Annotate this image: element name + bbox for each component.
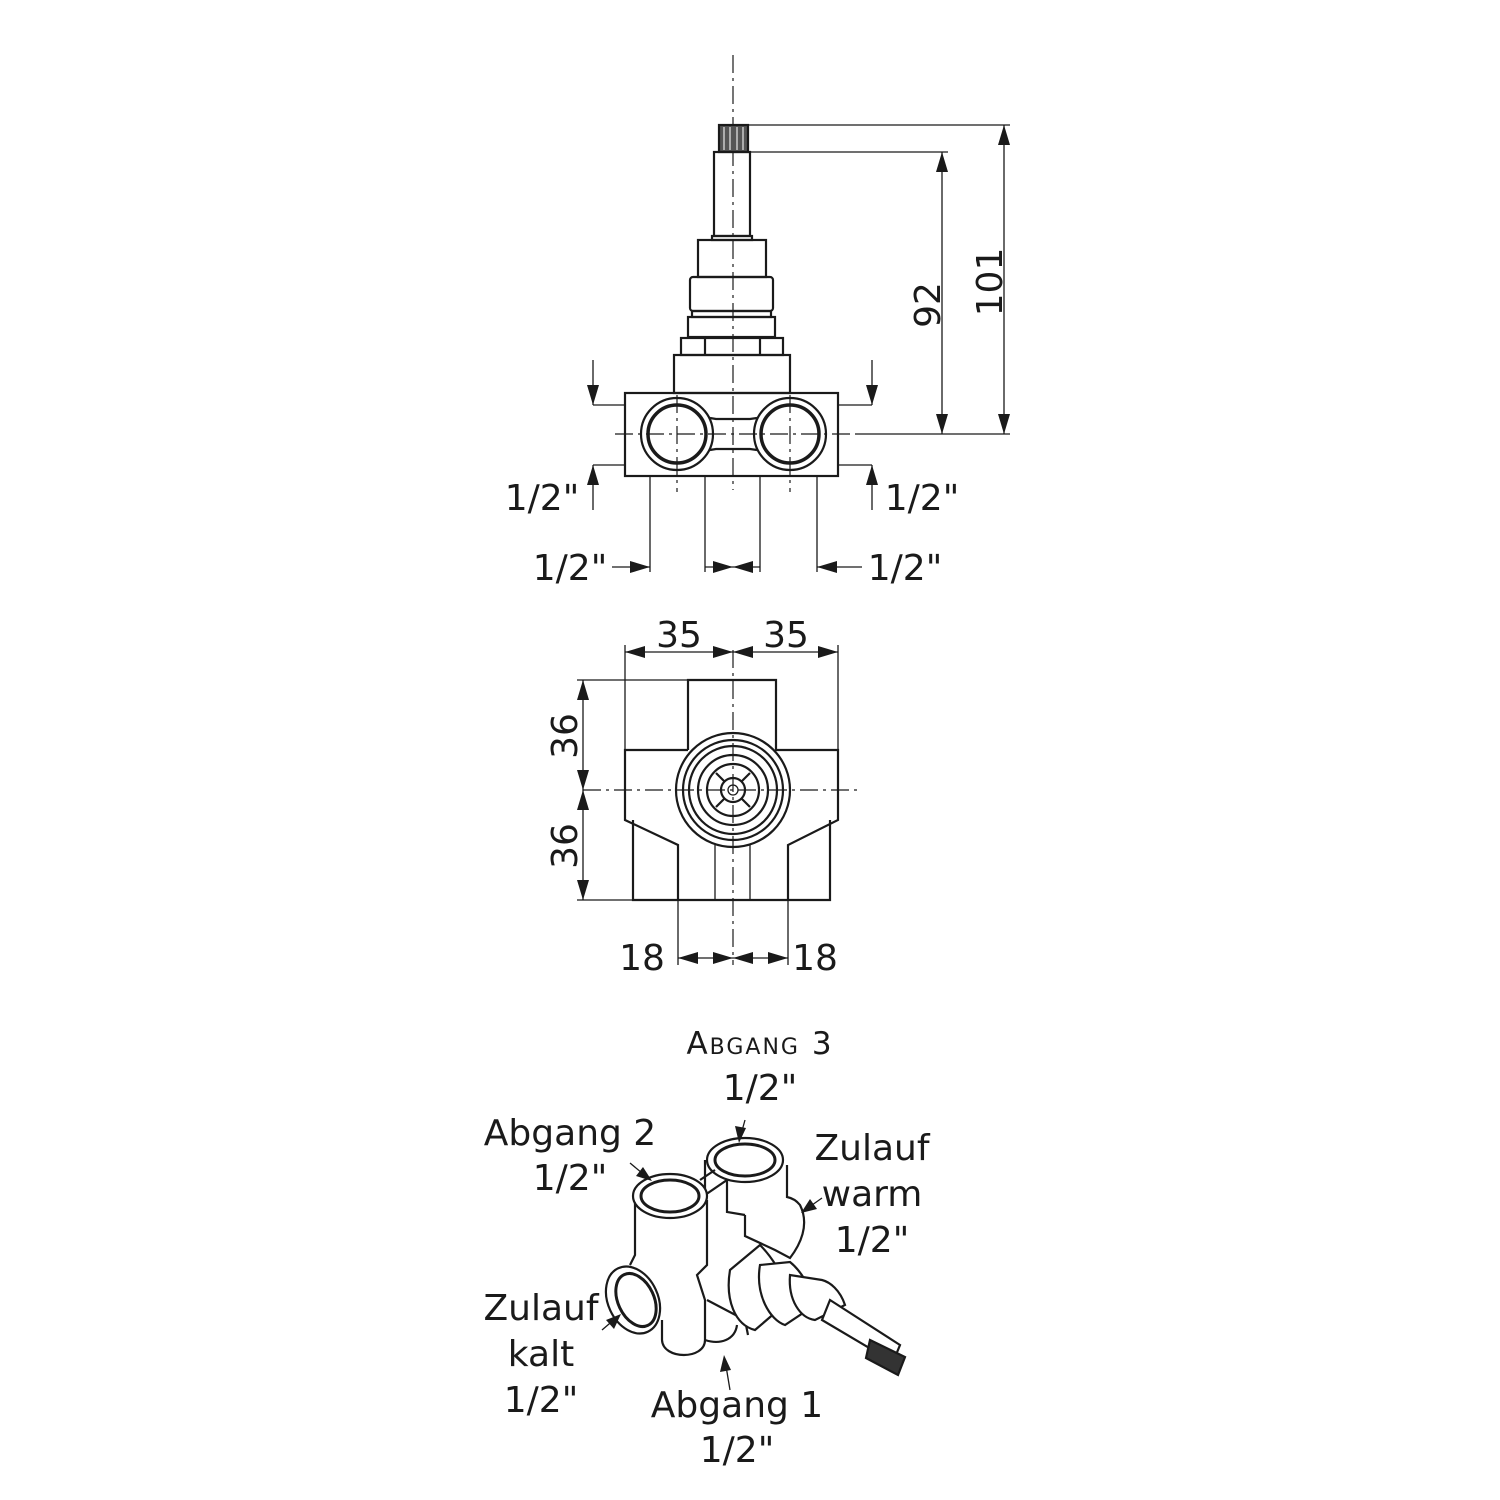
label-abgang-3: Abgang 3 [686,1026,833,1062]
label-zulauf-kalt-size: 1/2" [504,1380,579,1421]
dim-left-width: 35 [656,615,702,656]
label-abgang-1: Abgang 1 [651,1385,823,1426]
label-zulauf-warm-size: 1/2" [835,1220,910,1261]
label-abgang-2-size: 1/2" [533,1158,608,1199]
dim-upper-height: 36 [545,713,586,759]
front-view: 92 101 1/2" 1/2" 1/2" 1/2" [505,55,1011,589]
top-view: 35 35 36 36 18 18 [545,615,860,979]
dim-left-offset: 18 [619,938,665,979]
dim-right-width: 35 [763,615,809,656]
thread-left-upper: 1/2" [505,478,580,519]
spindle [712,150,752,238]
label-abgang-1-size: 1/2" [700,1430,775,1471]
cartridge-nut [696,238,768,279]
thread-left-lower: 1/2" [533,548,608,589]
hex-nut [679,336,785,357]
thread-right-lower: 1/2" [868,548,943,589]
label-abgang-2: Abgang 2 [484,1113,656,1154]
dim-right-offset: 18 [792,938,838,979]
dim-lower-height: 36 [545,823,586,869]
label-zulauf-kalt-1: Zulauf [483,1288,599,1329]
label-zulauf-warm-2: warm [822,1174,923,1215]
isometric-view: Abgang 3 1/2" Abgang 2 1/2" Zulauf warm … [483,1026,930,1471]
label-abgang-3-size: 1/2" [723,1068,798,1109]
dim-overall-height: 101 [970,248,1011,317]
label-zulauf-warm-1: Zulauf [814,1128,930,1169]
thread-right-upper: 1/2" [885,478,960,519]
label-zulauf-kalt-2: kalt [508,1334,574,1375]
dim-stem-height: 92 [908,282,949,328]
